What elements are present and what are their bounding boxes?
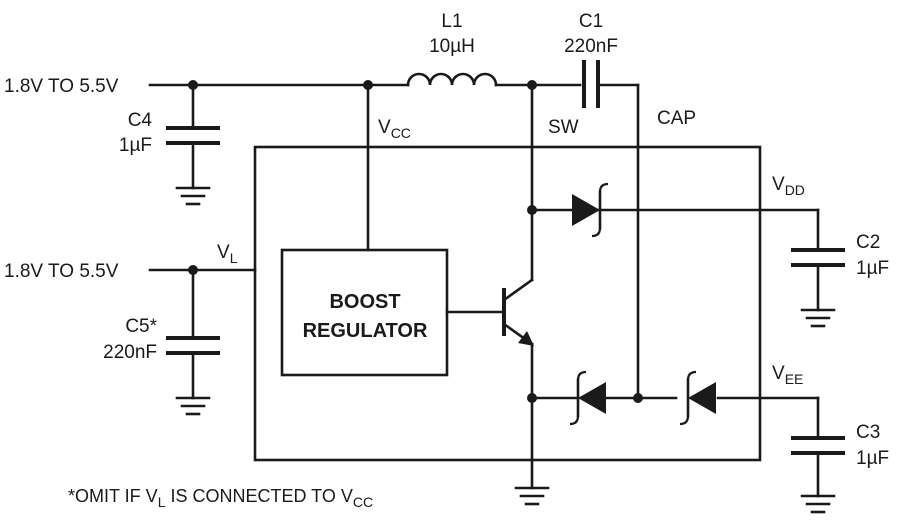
emitter-ground-icon [514, 486, 550, 506]
vdd-schottky-diode-icon [572, 182, 609, 238]
c3-capacitor [791, 396, 845, 498]
sw-node [494, 80, 582, 282]
c1-capacitor [582, 60, 640, 108]
vl-pin-label: VL [217, 242, 238, 266]
npn-transistor-icon [445, 278, 534, 346]
l1-name-label: L1 [441, 11, 462, 32]
c4-ground-icon [175, 186, 211, 206]
vcc-pin-label: VCC [378, 117, 411, 141]
vee-right-schottky-diode-icon [679, 370, 716, 426]
c2-ground-icon [800, 308, 836, 328]
top-input-voltage-label: 1.8V TO 5.5V [4, 76, 119, 97]
c3-ground-icon [800, 494, 836, 514]
footnote: *OMIT IF VL IS CONNECTED TO VCC [68, 486, 373, 510]
c5-name-label: C5* [125, 316, 157, 337]
vee-branch [530, 393, 820, 403]
c1-value-label: 220nF [564, 36, 618, 57]
c4-name-label: C4 [128, 110, 153, 131]
c4-capacitor [166, 83, 220, 190]
sw-pin-label: SW [548, 117, 579, 138]
vee-left-schottky-diode-icon [569, 370, 606, 426]
vee-pin-label: VEE [772, 363, 803, 387]
emitter-wire [527, 342, 537, 490]
boost-regulator-label-line1: BOOST [329, 291, 400, 313]
vl-input-rail [148, 265, 257, 275]
ic-outline [253, 145, 762, 462]
boost-regulator-label-line2: REGULATOR [303, 320, 428, 342]
l1-inductor [406, 72, 498, 87]
c2-name-label: C2 [856, 232, 880, 253]
cap-pin-label: CAP [657, 108, 696, 129]
c3-name-label: C3 [856, 422, 880, 443]
vdd-branch [527, 205, 820, 215]
c2-capacitor [791, 208, 845, 312]
bottom-input-voltage-label: 1.8V TO 5.5V [4, 261, 119, 282]
c4-value-label: 1µF [119, 135, 152, 156]
c1-name-label: C1 [579, 11, 603, 32]
c5-ground-icon [175, 396, 211, 416]
vdd-pin-label: VDD [772, 174, 805, 198]
c2-value-label: 1µF [856, 258, 889, 279]
c5-value-label: 220nF [103, 342, 157, 363]
c3-value-label: 1µF [856, 448, 889, 469]
c5-capacitor [166, 268, 220, 400]
l1-value-label: 10µH [429, 36, 475, 57]
